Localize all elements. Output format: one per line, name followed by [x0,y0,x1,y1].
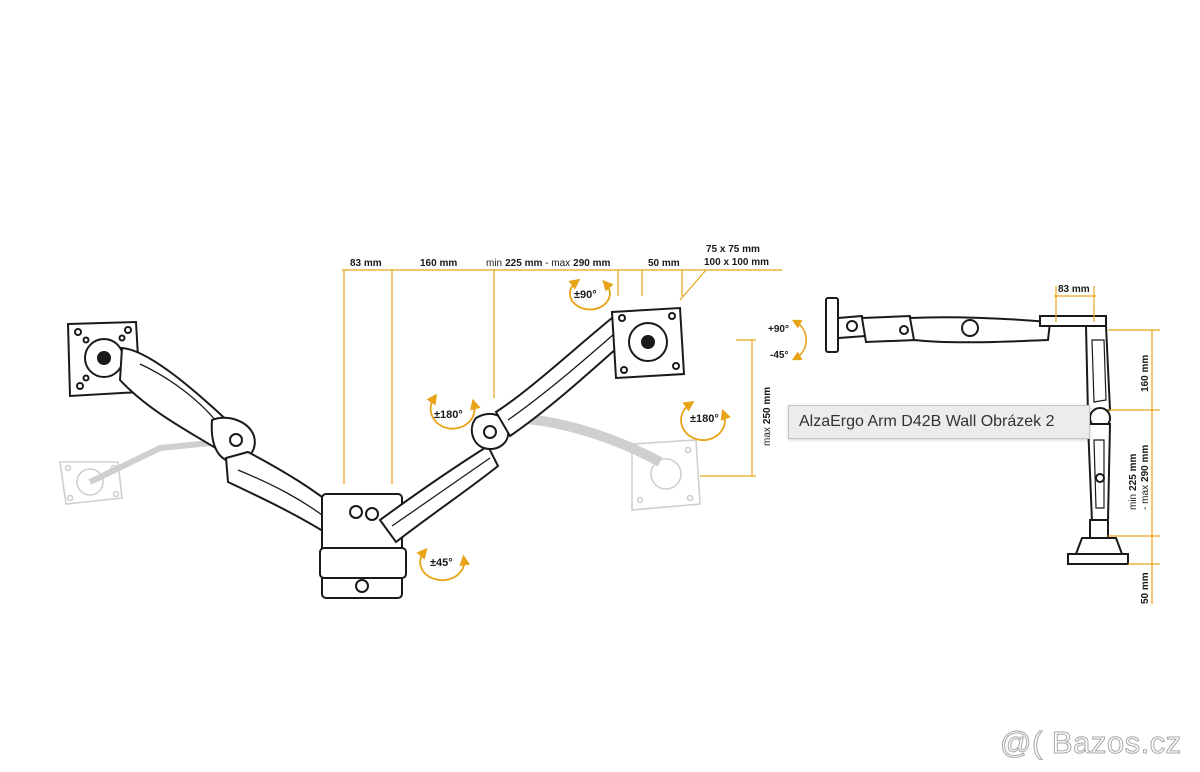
bazos-watermark: @( Bazos.cz [1000,725,1182,761]
side-h2-group: min225 mm - max290 mm [1128,445,1151,510]
side-arm-vertical-upper [1084,325,1112,416]
dimension-lines [342,269,782,484]
side-width-label: 83 mm [1058,284,1090,295]
arm-right-lower [378,413,510,544]
side-view: 83 mm +90° -45° 160 mm min225 mm - max29… [768,284,1160,604]
width-label-83: 83 mm [350,258,382,269]
image-tooltip: AlzaErgo Arm D42B Wall Obrázek 2 [788,405,1090,439]
side-tilt-arc [791,319,807,361]
ghost-arm-right [504,413,701,511]
side-height-label-50: 50 mm [1140,572,1151,604]
side-h1-group: 160 mm [1140,355,1151,392]
vesa-label-100: 100 x 100 mm [704,257,769,268]
side-h3-group: 50 mm [1140,572,1151,604]
rotation-arc-base [416,547,471,582]
side-clamp-base [1067,519,1129,565]
side-tilt-up-label: +90° [768,324,789,335]
side-height-label-range: min225 mm [1128,454,1139,510]
height-label: max250 mm [762,387,773,446]
side-arm-horizontal [860,314,1107,344]
ghost-monitor-plate-left [59,439,221,505]
side-height-label-160: 160 mm [1140,355,1151,392]
width-label-160: 160 mm [420,258,457,269]
arm-left-upper [118,346,256,464]
arm-right-upper [494,316,628,438]
rotation-label-monitor: ±180° [690,413,719,425]
rotation-arc-arm [426,393,481,430]
side-monitor-plate [825,297,868,353]
monitor-plate-right [610,306,686,380]
rotation-arc-monitor [680,400,731,441]
side-height-label-range-max: - max290 mm [1140,445,1151,510]
side-arm-vertical-lower [1086,423,1112,524]
side-dimension-lines [1054,286,1160,604]
rotation-label-base: ±45° [430,557,453,569]
width-label-50: 50 mm [648,258,680,269]
vesa-label-75: 75 x 75 mm [706,244,760,255]
height-label-group: max250 mm [762,387,773,446]
rotation-arc-tilt [568,278,614,311]
rotation-label-tilt: ±90° [574,289,597,301]
rotation-label-arm: ±180° [434,409,463,421]
side-tilt-down-label: -45° [770,350,788,361]
